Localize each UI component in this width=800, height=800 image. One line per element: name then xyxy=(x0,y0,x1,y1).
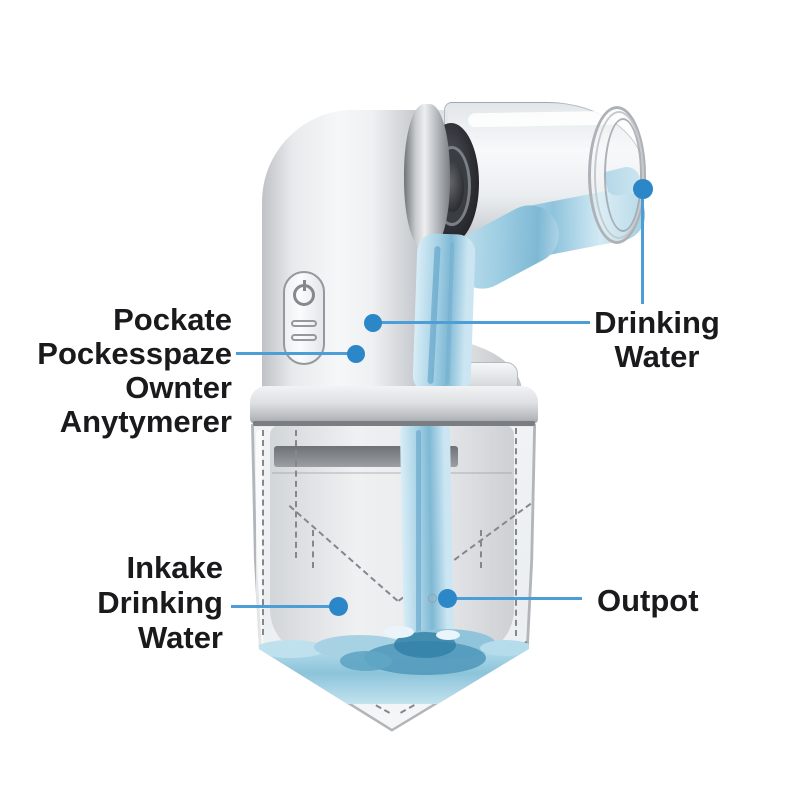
label-line: Water xyxy=(614,339,700,374)
leader-line-drinking-horizontal xyxy=(378,321,590,324)
tank-lid-rim xyxy=(253,421,535,426)
power-button-slot xyxy=(291,334,317,341)
leader-line-intake xyxy=(231,605,331,608)
cup-highlight xyxy=(467,110,619,128)
label-line: Outpot xyxy=(597,583,699,618)
leader-line-output xyxy=(455,597,582,600)
tank-dashed-stub xyxy=(480,530,482,568)
bubble-icon xyxy=(428,594,437,603)
leader-dot-drinking-rim xyxy=(633,179,653,199)
water-streak xyxy=(416,430,421,650)
water-tank xyxy=(251,424,537,732)
label-line: Pockesspaze xyxy=(37,336,232,371)
label-pocket-feature: Pockate Pockesspaze Ownter Anytymerer xyxy=(0,303,232,439)
leader-line-pocket xyxy=(236,352,348,355)
tank-dashed-stub xyxy=(312,530,314,568)
tank-dashed-line xyxy=(262,430,264,635)
label-line: Water xyxy=(138,620,223,655)
label-line: Drinking xyxy=(594,305,720,340)
cup-rim-groove xyxy=(594,111,644,239)
leader-dot-pocket xyxy=(347,345,365,363)
label-output: Outpot xyxy=(597,584,737,618)
label-intake-water: Inkake Drinking Water xyxy=(23,550,223,655)
water-wave xyxy=(480,640,532,656)
cup-rim-inner xyxy=(604,118,642,232)
tank-dashed-line xyxy=(295,430,297,558)
label-line: Inkake xyxy=(126,550,223,585)
power-icon-stem xyxy=(303,280,306,291)
water-splash xyxy=(340,651,392,671)
label-line: Anytymerer xyxy=(59,404,232,439)
tank-wall-highlight xyxy=(256,430,263,645)
cartridge-seam xyxy=(272,472,512,474)
leader-dot-output xyxy=(438,589,457,608)
water-foam xyxy=(384,626,414,638)
cup-collar-ring xyxy=(404,104,450,250)
leader-dot-intake xyxy=(329,597,348,616)
label-line: Drinking xyxy=(97,585,223,620)
water-foam xyxy=(436,630,460,640)
water-wave xyxy=(256,640,326,658)
power-button-slot xyxy=(291,320,317,327)
leader-line-drinking-vertical xyxy=(641,194,644,304)
leader-dot-drinking-body xyxy=(364,314,382,332)
label-drinking-water: Drinking Water xyxy=(594,306,720,374)
tank-dashed-line xyxy=(515,428,517,636)
water-stream-falling xyxy=(412,233,476,395)
tank-lid xyxy=(250,386,538,424)
label-line: Pockate xyxy=(113,302,232,337)
label-line: Ownter xyxy=(125,370,232,405)
